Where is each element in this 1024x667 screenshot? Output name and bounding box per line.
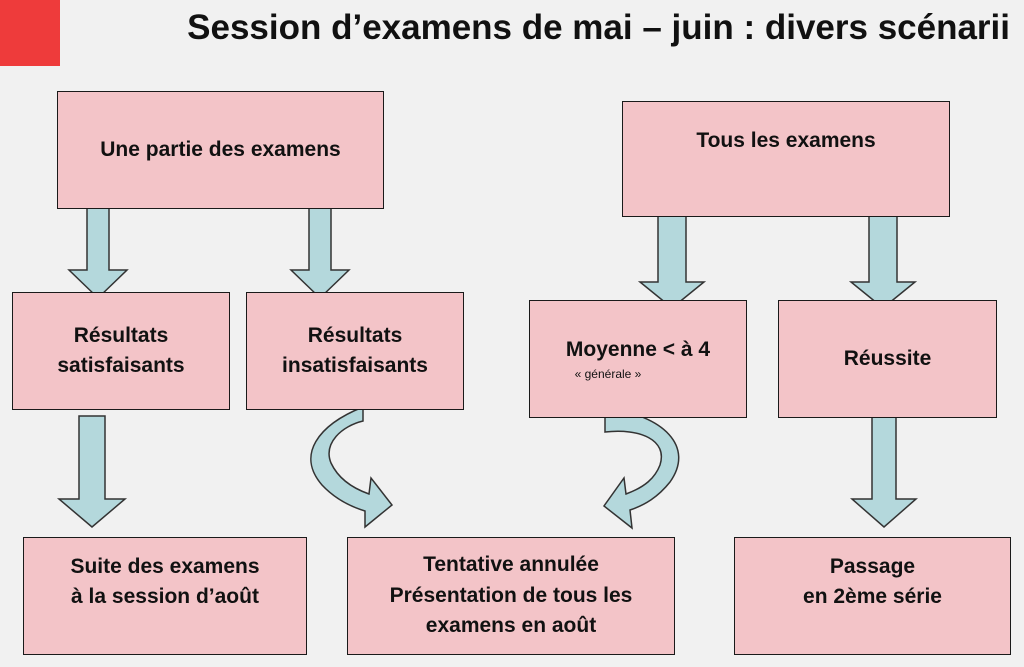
insatisfaisants-line-2: insatisfaisants <box>282 354 428 377</box>
arrow-curve-insatisfaisants-tentative <box>310 405 394 529</box>
passage-line-2: en 2ème série <box>803 585 942 609</box>
insatisfaisants-line-1: Résultats <box>307 323 403 347</box>
box-suite-des-examens: Suite des examens à la session d’août <box>23 537 307 655</box>
box-moyenne: Moyenne < à 4 « générale » <box>529 300 747 418</box>
moyenne-label: Moyenne < à 4 <box>565 338 711 362</box>
satisfaisants-line-1: Résultats <box>73 323 169 347</box>
box-tentative-annulee: Tentative annulée Présentation de tous l… <box>347 537 675 655</box>
arrow-curve-moyenne-tentative <box>602 407 680 530</box>
arrow-down-satisfaisants-suite <box>56 415 128 528</box>
box-passage: Passage en 2ème série <box>734 537 1011 655</box>
passage-line-1: Passage <box>829 555 916 578</box>
box-resultats-insatisfaisants: Résultats insatisfaisants <box>246 292 464 410</box>
box-resultats-satisfaisants: Résultats satisfaisants <box>12 292 230 410</box>
box-reussite: Réussite <box>778 300 997 418</box>
suite-line-1: Suite des examens <box>70 555 260 578</box>
arrow-down-reussite-passage <box>850 415 918 528</box>
page-title: Session d’examens de mai – juin : divers… <box>187 8 1010 47</box>
box-tous-label: Tous les examens <box>696 129 876 152</box>
tentative-line-3: examens en août <box>425 614 597 638</box>
suite-line-2: à la session d’août <box>71 585 259 609</box>
moyenne-sub-label: « générale » <box>574 366 642 381</box>
reussite-label: Réussite <box>843 346 932 370</box>
box-tous-les-examens: Tous les examens <box>622 101 950 217</box>
tentative-line-1: Tentative annulée <box>423 553 599 577</box>
accent-block <box>0 0 60 66</box>
box-une-partie: Une partie des examens <box>57 91 384 209</box>
satisfaisants-line-2: satisfaisants <box>57 354 185 377</box>
box-une-partie-label: Une partie des examens <box>100 137 341 161</box>
tentative-line-2: Présentation de tous les <box>389 583 633 607</box>
